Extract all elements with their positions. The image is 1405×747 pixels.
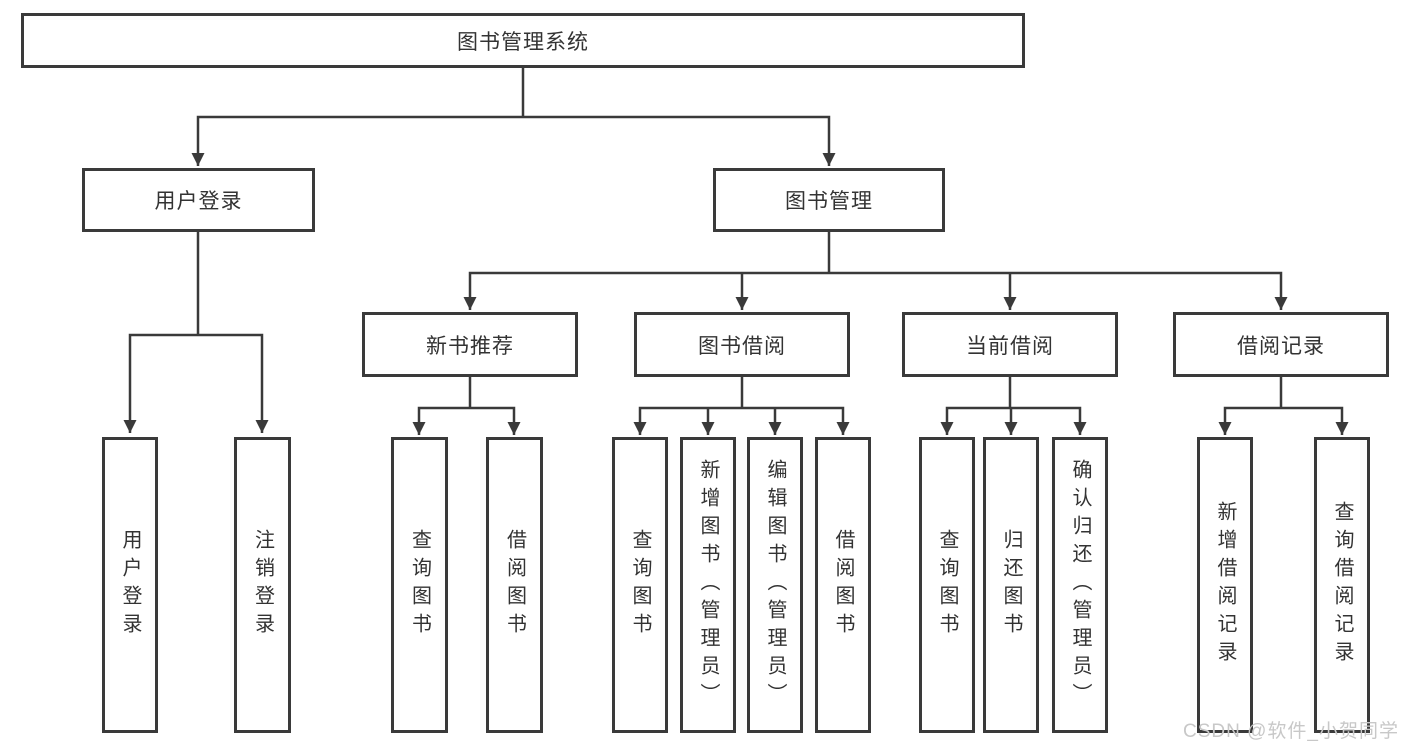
leaf-new-book-borrow-label: 借阅图书 xyxy=(503,529,526,641)
leaf-book-borrow-edit: 编辑图书（管理员） xyxy=(747,437,803,733)
leaf-logout: 注销登录 xyxy=(234,437,291,733)
leaf-borrow-record-add: 新增借阅记录 xyxy=(1197,437,1253,733)
node-current-borrow-label: 当前借阅 xyxy=(966,334,1054,358)
leaf-current-borrow-return: 归还图书 xyxy=(983,437,1039,733)
leaf-new-book-query-label: 查询图书 xyxy=(408,529,431,641)
node-user-login-label: 用户登录 xyxy=(154,190,243,213)
edge-current-borrow-split xyxy=(940,406,1087,435)
leaf-current-borrow-confirm-label: 确认归还（管理员） xyxy=(1069,459,1091,711)
node-borrow-record: 借阅记录 xyxy=(1173,312,1389,377)
leaf-current-borrow-confirm: 确认归还（管理员） xyxy=(1052,437,1108,733)
node-book-borrow: 图书借阅 xyxy=(634,312,850,377)
node-book-mgmt-label: 图书管理 xyxy=(785,190,873,213)
leaf-new-book-borrow: 借阅图书 xyxy=(486,437,543,733)
leaf-book-borrow-add: 新增图书（管理员） xyxy=(680,437,736,733)
node-borrow-record-label: 借阅记录 xyxy=(1237,334,1325,358)
node-book-borrow-label: 图书借阅 xyxy=(698,334,786,358)
node-current-borrow: 当前借阅 xyxy=(902,312,1118,377)
leaf-current-borrow-return-label: 归还图书 xyxy=(1000,529,1022,641)
leaf-user-login: 用户登录 xyxy=(102,437,158,733)
leaf-book-borrow-edit-label: 编辑图书（管理员） xyxy=(764,459,786,711)
csdn-watermark: CSDN @软件_小贺同学 xyxy=(1183,721,1399,742)
node-root: 图书管理系统 xyxy=(21,13,1025,68)
leaf-book-borrow-add-label: 新增图书（管理员） xyxy=(697,459,719,711)
node-new-book-label: 新书推荐 xyxy=(426,334,514,358)
edge-new-book-split xyxy=(412,406,521,435)
edge-user-login-split xyxy=(123,333,269,433)
leaf-borrow-record-query: 查询借阅记录 xyxy=(1314,437,1370,733)
edge-book-mgmt-split xyxy=(463,271,1288,310)
node-user-login: 用户登录 xyxy=(82,168,315,232)
leaf-user-login-label: 用户登录 xyxy=(119,529,141,641)
node-root-label: 图书管理系统 xyxy=(457,30,589,54)
leaf-book-borrow-borrow-label: 借阅图书 xyxy=(832,529,854,641)
leaf-current-borrow-query: 查询图书 xyxy=(919,437,975,733)
edge-borrow-record-split xyxy=(1218,406,1349,435)
leaf-borrow-record-query-label: 查询借阅记录 xyxy=(1331,501,1353,669)
leaf-current-borrow-query-label: 查询图书 xyxy=(936,529,958,641)
leaf-borrow-record-add-label: 新增借阅记录 xyxy=(1214,501,1236,669)
leaf-book-borrow-query-label: 查询图书 xyxy=(629,529,651,641)
edge-book-borrow-split xyxy=(633,406,850,435)
edge-root-split xyxy=(191,115,836,166)
leaf-new-book-query: 查询图书 xyxy=(391,437,448,733)
leaf-book-borrow-borrow: 借阅图书 xyxy=(815,437,871,733)
leaf-logout-label: 注销登录 xyxy=(251,529,274,641)
node-new-book: 新书推荐 xyxy=(362,312,578,377)
leaf-book-borrow-query: 查询图书 xyxy=(612,437,668,733)
node-book-mgmt: 图书管理 xyxy=(713,168,945,232)
